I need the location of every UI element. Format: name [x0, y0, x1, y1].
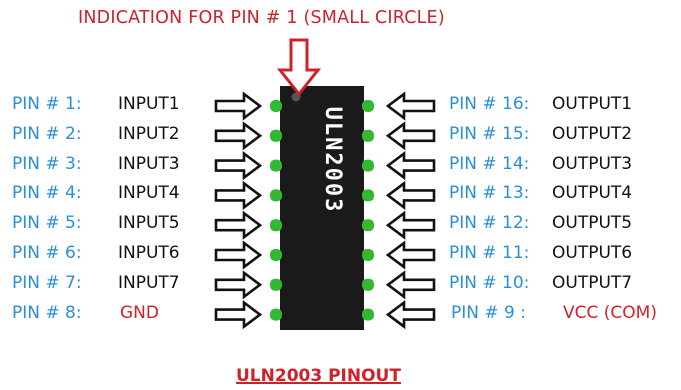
right-pin-lead — [362, 308, 374, 321]
left-pin-lead — [270, 308, 282, 321]
left-pin-number: PIN # 6: — [12, 243, 82, 263]
left-arrow-icon — [214, 180, 263, 210]
left-pin-signal: INPUT5 — [118, 213, 180, 234]
right-pin-signal: OUTPUT7 — [552, 272, 633, 293]
left-pin-number: PIN # 8: — [12, 302, 82, 323]
right-pin-number: PIN # 9 : — [451, 302, 526, 323]
right-arrow-icon — [385, 180, 436, 210]
right-pin-signal: OUTPUT1 — [552, 94, 633, 114]
left-pin-number: PIN # 1: — [12, 94, 82, 114]
left-pin-signal: INPUT3 — [118, 153, 180, 174]
right-arrow-icon — [385, 240, 436, 270]
right-pin-number: PIN # 13: — [449, 183, 530, 204]
right-pin-lead — [362, 219, 374, 232]
right-pin-lead — [362, 278, 374, 291]
left-pin-number: PIN # 3: — [12, 153, 82, 174]
left-pin-number: PIN # 2: — [12, 123, 82, 144]
left-pin-signal: INPUT2 — [118, 123, 180, 144]
left-arrow-icon — [214, 300, 263, 330]
pin1-indication-heading: INDICATION FOR PIN # 1 (SMALL CIRCLE) — [78, 8, 445, 28]
right-pin-lead — [362, 159, 374, 172]
right-arrow-icon — [385, 91, 436, 121]
right-pin-number: PIN # 11: — [449, 243, 530, 263]
right-arrow-icon — [385, 300, 436, 330]
left-pin-number: PIN # 5: — [12, 213, 82, 234]
right-pin-number: PIN # 16: — [449, 94, 530, 114]
pinout-footer-title: ULN2003 PINOUT — [236, 366, 401, 386]
uln2003-chip — [270, 86, 374, 330]
right-pin-lead — [362, 189, 374, 202]
right-pin-signal: OUTPUT6 — [552, 243, 633, 263]
right-pin-signal: OUTPUT2 — [552, 123, 633, 144]
chip-body — [280, 86, 364, 330]
left-pin-signal: INPUT6 — [118, 243, 180, 263]
right-arrow-icon — [385, 151, 436, 181]
left-pin-number: PIN # 4: — [12, 183, 82, 204]
left-pin-lead — [270, 278, 282, 291]
left-arrow-icon — [214, 151, 263, 181]
right-pin-signal: OUTPUT4 — [552, 183, 633, 204]
left-arrow-icon — [214, 210, 263, 240]
pin-arrows — [214, 91, 436, 330]
left-pin-lead — [270, 249, 282, 261]
pin1-indicator-arrow-icon — [276, 38, 322, 97]
right-pin-lead — [362, 100, 374, 112]
right-pin-lead — [362, 129, 374, 142]
left-arrow-icon — [214, 270, 263, 300]
left-pin-signal: INPUT1 — [118, 94, 180, 114]
left-pin-signal: GND — [120, 302, 159, 323]
left-pin-signal: INPUT4 — [118, 183, 180, 204]
left-pin-lead — [270, 129, 282, 142]
right-arrow-icon — [385, 210, 436, 240]
right-pin-number: PIN # 14: — [449, 153, 530, 174]
right-pin-lead — [362, 249, 374, 261]
left-arrow-icon — [214, 91, 263, 121]
left-pin-lead — [270, 159, 282, 172]
right-arrow-icon — [385, 121, 436, 151]
chip-label: ULN2003 — [320, 107, 345, 214]
left-arrow-icon — [214, 240, 263, 270]
right-pin-number: PIN # 12: — [449, 213, 530, 234]
left-pin-lead — [270, 219, 282, 232]
left-pin-signal: INPUT7 — [118, 272, 180, 293]
right-pin-number: PIN # 10: — [449, 272, 530, 293]
right-pin-signal: OUTPUT3 — [552, 153, 633, 174]
left-pin-number: PIN # 7: — [12, 272, 82, 293]
left-pin-lead — [270, 100, 282, 112]
left-arrow-icon — [214, 121, 263, 151]
right-pin-signal: VCC (COM) — [563, 302, 657, 323]
right-pin-number: PIN # 15: — [449, 123, 530, 144]
left-pin-lead — [270, 189, 282, 202]
right-pin-signal: OUTPUT5 — [552, 213, 633, 234]
right-arrow-icon — [385, 270, 436, 300]
